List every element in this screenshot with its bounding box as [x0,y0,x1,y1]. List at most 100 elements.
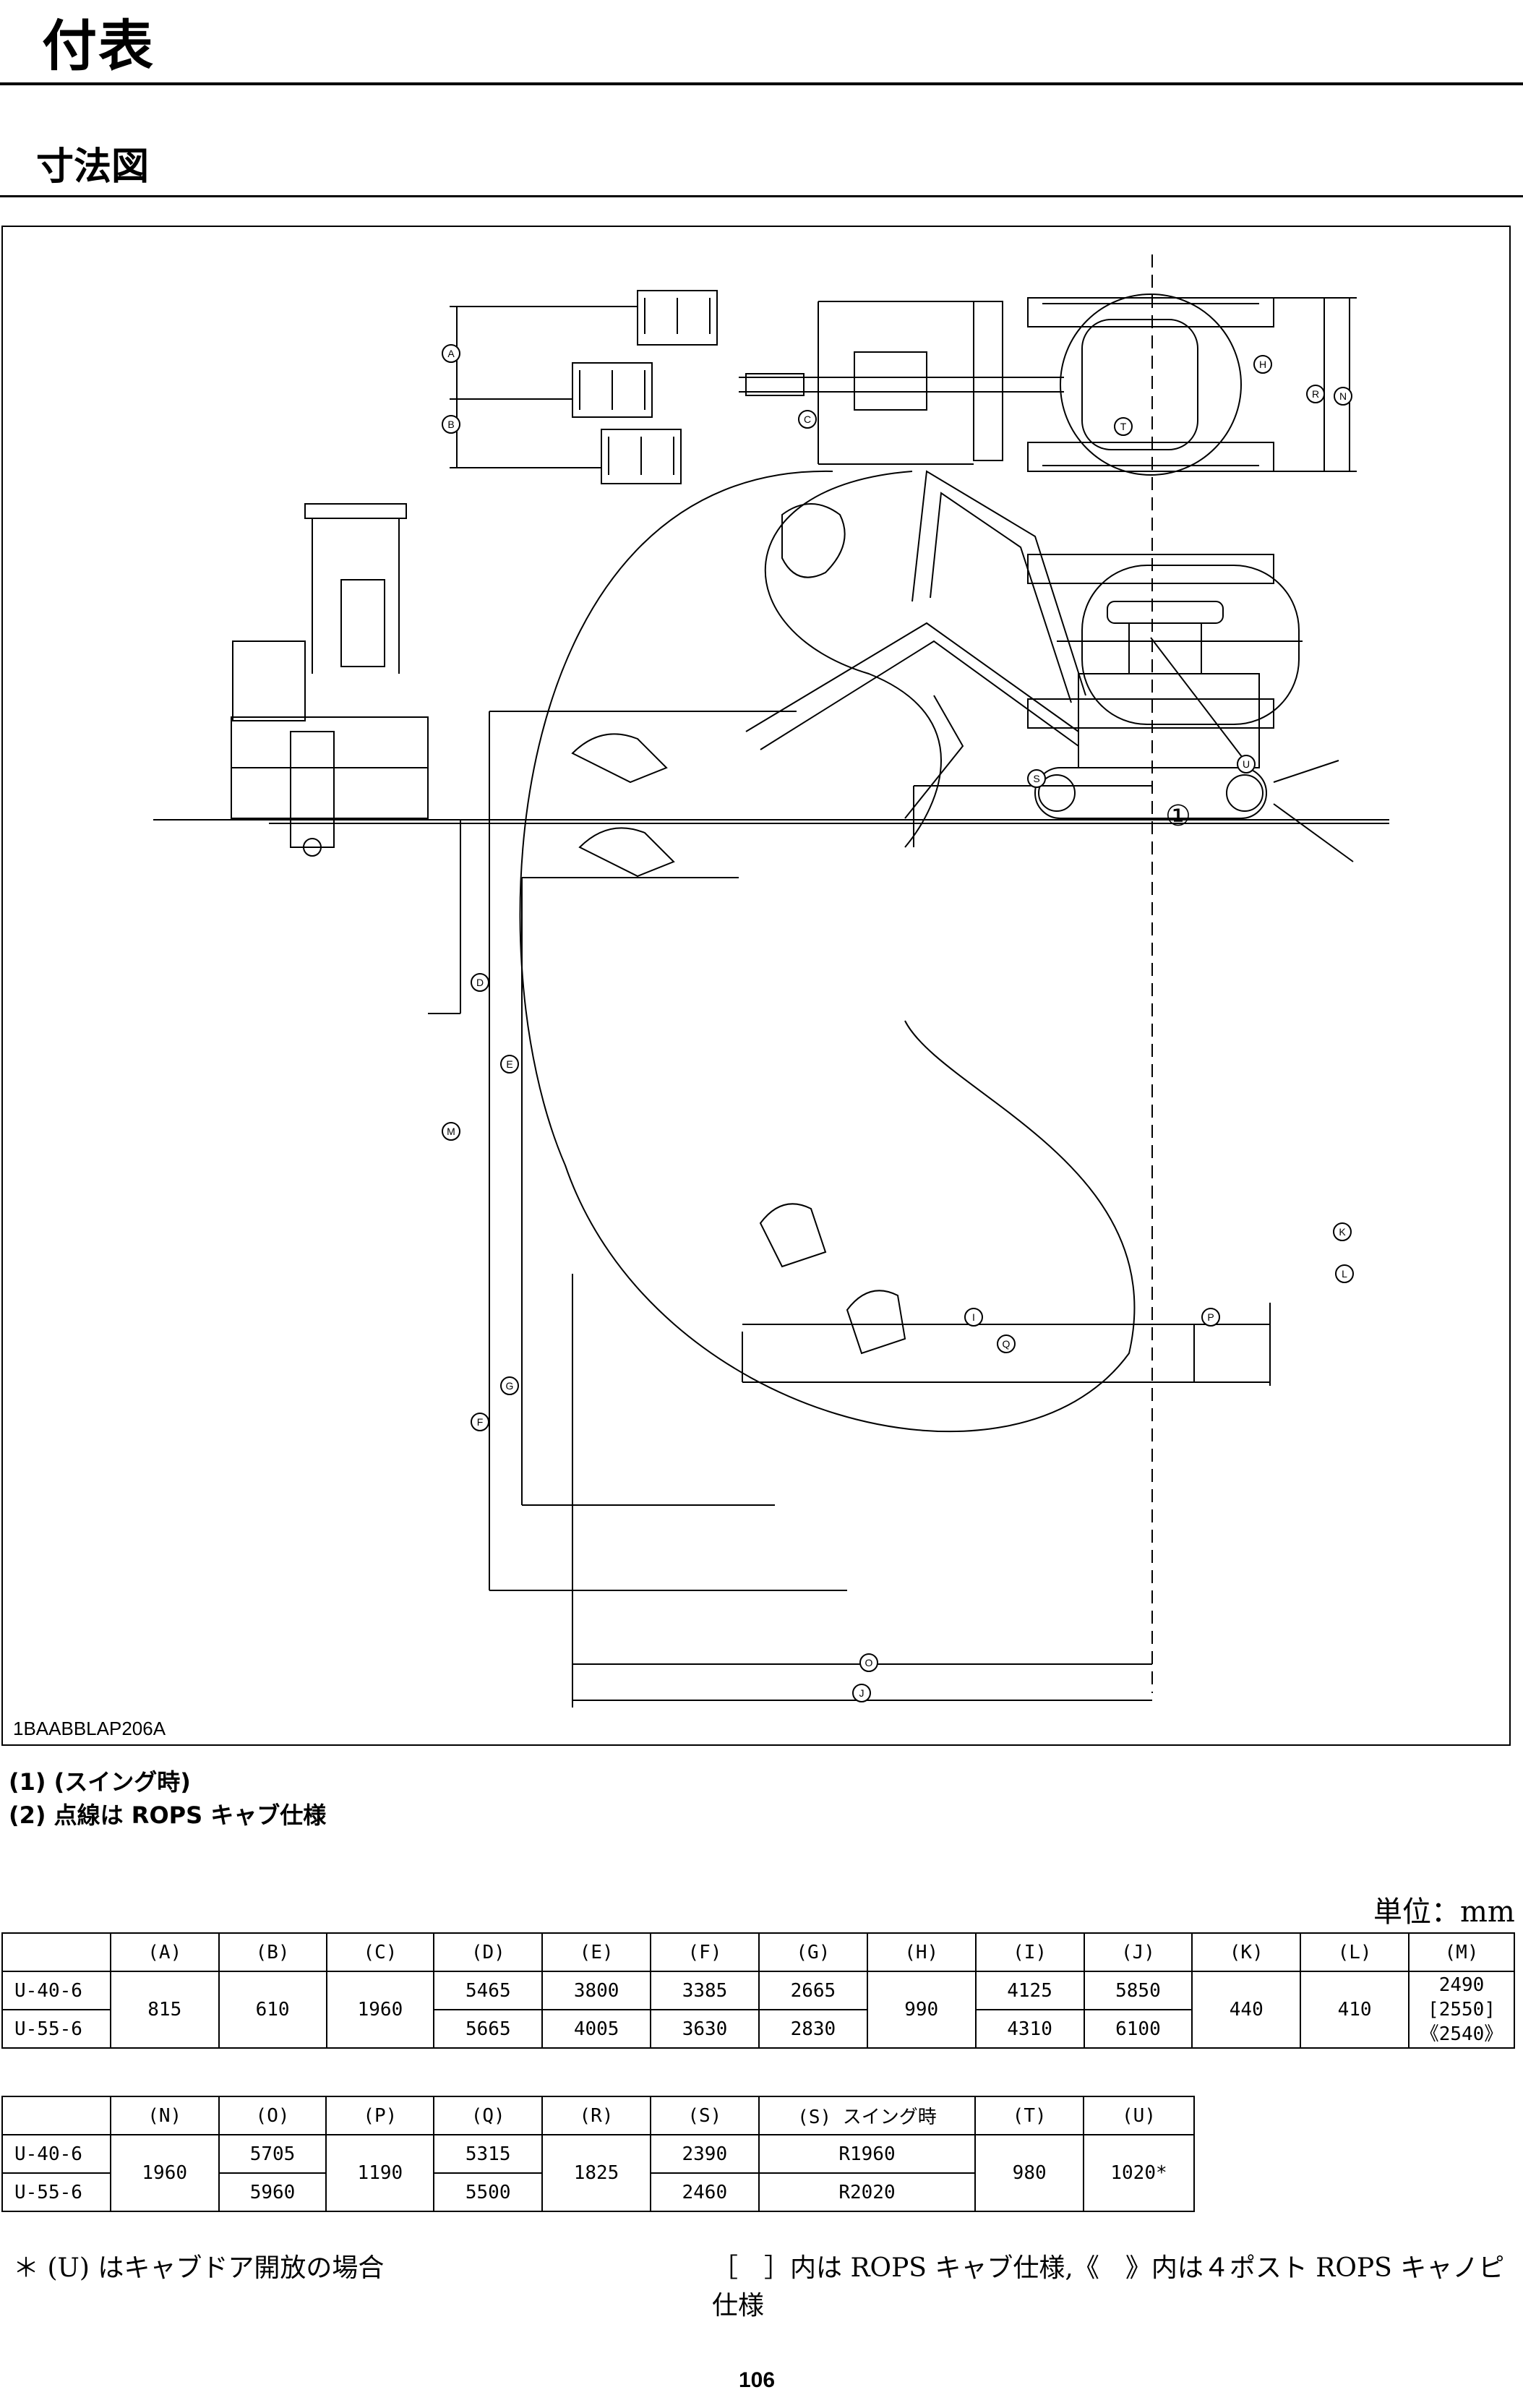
dim-label-e: E [506,1058,512,1070]
dim-label-j: J [859,1687,865,1699]
dim-label-m: M [447,1126,455,1137]
cell-b: 610 [218,1971,327,2049]
model-name: U-40-6 [1,2134,111,2174]
table1-header: (H) [866,1932,977,1972]
dim-label-k: K [1339,1226,1346,1238]
circled-note-mark: ① [1165,800,1191,832]
dim-label-n: N [1339,390,1347,402]
cell-h: 990 [866,1971,977,2049]
m-value-rops-cab: [2550] [1428,1999,1496,2021]
table1-corner [1,1932,111,1972]
cell-p: 1190 [325,2134,435,2212]
cell-s-swing: R1960 [758,2134,977,2174]
dim-label-o: O [865,1657,873,1668]
dim-label-p: P [1207,1311,1214,1323]
note-2: (2) 点線は ROPS キャブ仕様 [9,1801,327,1829]
side-view-machine [745,470,1354,862]
table2-header: (S) スイング時 [758,2096,977,2135]
page-number: 106 [739,2368,776,2392]
table1-header: (M) [1408,1932,1515,1972]
cell-k: 440 [1191,1971,1302,2049]
model-name: U-55-6 [1,2172,111,2212]
table1-header: (K) [1191,1932,1302,1972]
table-row: U-55-6 5960 5500 2460 R2020 [1,2172,1194,2212]
top-view-machine [739,293,1274,476]
table1-header: (E) [541,1932,652,1972]
cell-d: 5665 [433,2009,544,2049]
cell-l: 410 [1300,1971,1410,2049]
title-rule [0,82,1523,85]
figure-code: 1BAABBLAP206A [13,1718,166,1739]
cell-j: 6100 [1083,2009,1193,2049]
model-name: U-55-6 [1,2009,111,2049]
cell-n: 1960 [109,2134,220,2212]
dim-label-a: A [447,348,455,359]
cell-a: 815 [109,1971,220,2049]
cell-q: 5315 [433,2134,544,2174]
table2-header: (U) [1083,2096,1195,2135]
table2-corner [1,2096,111,2135]
note-1: (1) (スイング時) [9,1768,191,1796]
table2-header: (Q) [433,2096,544,2135]
table-row: U-40-6 815 610 1960 5465 3800 3385 2665 … [1,1971,1515,2049]
cell-u: 1020* [1083,2134,1195,2212]
cell-d: 5465 [433,1971,544,2010]
cell-e: 4005 [541,2009,652,2049]
table1-header: (J) [1083,1932,1193,1972]
spec-table-2: (N) (O) (P) (Q) (R) (S) (S) スイング時 (T) (U… [1,2096,1195,2212]
cell-j: 5850 [1083,1971,1193,2010]
cell-i: 4310 [974,2009,1085,2049]
model-name: U-40-6 [1,1971,111,2010]
m-value-4post: 《2540》 [1420,2023,1503,2045]
dimension-figure-frame [1,226,1511,1746]
table-row: U-55-6 5665 4005 3630 2830 4310 6100 [1,2009,1514,2049]
table2-header: (S) [649,2096,760,2135]
cell-s: 2390 [649,2134,760,2174]
dim-label-h: H [1259,359,1266,370]
table2-header: (N) [109,2096,220,2135]
table2-header: (R) [541,2096,651,2135]
cell-e: 3800 [541,1971,652,2010]
footnote-bracket-legend: ［ ］内は ROPS キャブ仕様,《 》内は４ポスト ROPS キャノピ仕様 [712,2253,1505,2321]
dim-label-d: D [476,977,484,988]
dimension-drawing: A B C D E F G H I J K L M N O P Q R S T … [153,254,1389,1708]
page-title: 付表 [42,14,155,78]
table1-header: (G) [758,1932,868,1972]
table1-header: (I) [974,1932,1085,1972]
front-view-machine [231,503,429,857]
dim-label-i: I [972,1311,975,1323]
cell-s: 2460 [649,2172,760,2212]
cell-g: 2665 [758,1971,868,2010]
cell-o: 5960 [218,2172,327,2212]
dim-label-l: L [1342,1268,1347,1280]
table1-header: (A) [109,1932,220,1972]
cell-i: 4125 [974,1971,1085,2010]
dim-label-g: G [506,1380,514,1392]
cell-o: 5705 [218,2134,327,2174]
table1-header: (F) [650,1932,760,1972]
dim-label-r: R [1312,388,1319,400]
top-view-swing [1027,554,1303,761]
dim-label-t: T [1120,421,1127,432]
table1-header: (B) [218,1932,327,1972]
table-row: U-40-6 1960 5705 1190 5315 1825 2390 R19… [1,2134,1195,2212]
dim-label-s: S [1033,773,1039,784]
table1-header: (C) [325,1932,435,1972]
bucket-top-views [572,290,718,484]
cell-f: 3630 [650,2009,760,2049]
section-title: 寸法図 [36,145,150,189]
cell-f: 3385 [650,1971,760,2010]
dim-label-f: F [477,1416,484,1428]
section-rule [0,195,1523,197]
cell-c: 1960 [325,1971,435,2049]
dim-label-u: U [1243,758,1250,770]
cell-q: 5500 [433,2172,544,2212]
cell-m: 2490 [2550] 《2540》 [1408,1971,1515,2049]
table1-header: (D) [433,1932,544,1972]
footnote-cab-door: ＊ (U) はキャブドア開放の場合 [13,2253,385,2283]
dim-label-q: Q [1003,1338,1011,1350]
table2-header: (O) [218,2096,327,2135]
m-value-standard: 2490 [1438,1974,1485,1996]
table2-header-row: (N) (O) (P) (Q) (R) (S) (S) スイング時 (T) (U… [1,2096,1195,2135]
table1-header-row: (A) (B) (C) (D) (E) (F) (G) (H) (I) (J) … [1,1932,1515,1972]
